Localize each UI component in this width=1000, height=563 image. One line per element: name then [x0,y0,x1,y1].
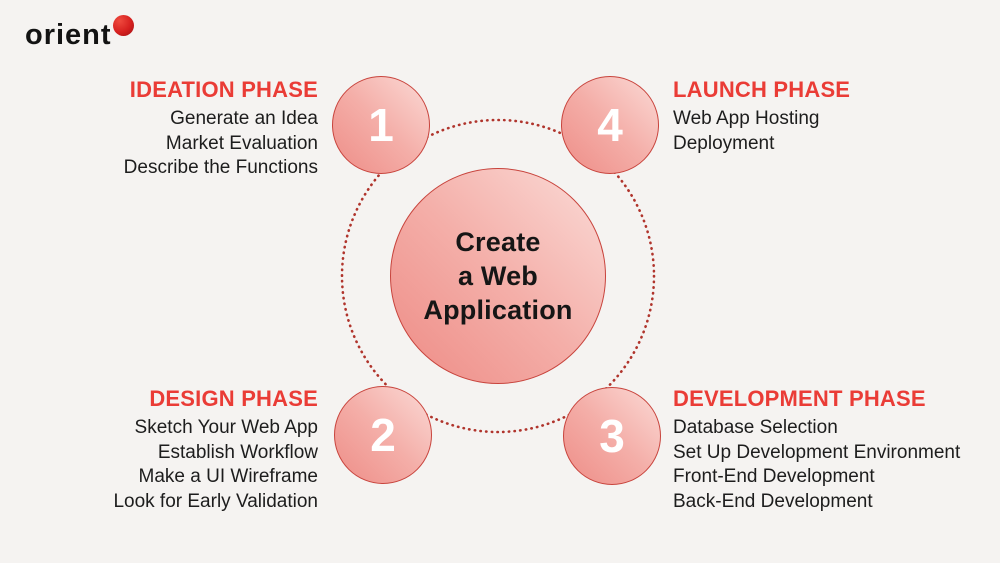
phase-design-item: Sketch Your Web App [134,417,318,438]
phase-design: DESIGN PHASE Sketch Your Web App Establi… [28,386,318,514]
central-topic-circle: Create a Web Application [390,168,606,384]
phase-ideation-item: Market Evaluation [165,132,318,154]
step-number-4: 4 [597,99,623,151]
phase-ideation-item: Generate an Idea [170,108,318,129]
phase-ideation: IDEATION PHASE Generate an Idea Market E… [48,77,318,181]
phase-development-item: Set Up Development Environment [673,441,961,463]
phase-design-title: DESIGN PHASE [149,386,318,411]
phase-launch: LAUNCH PHASE Web App Hosting Deployment [673,77,973,156]
central-title-line-3: Application [423,295,573,325]
phase-launch-item: Web App Hosting [673,108,820,129]
logo: orient [25,12,134,52]
phase-development-item: Front-End Development [673,466,875,487]
phase-launch-title: LAUNCH PHASE [673,77,851,102]
step-circle-1: 1 [332,76,430,174]
phase-ideation-title: IDEATION PHASE [129,77,318,102]
phase-launch-item: Deployment [673,132,775,154]
logo-text: orient [25,19,112,51]
central-title-line-1: Create [455,227,541,257]
step-number-2: 2 [370,409,396,461]
step-circle-4: 4 [561,76,659,174]
central-topic-title: Create a Web Application [423,225,572,327]
central-title-line-2: a Web [457,261,538,291]
phase-design-item: Look for Early Validation [113,490,318,512]
phase-design-item: Make a UI Wireframe [138,466,318,487]
phase-development-item: Back-End Development [673,490,873,512]
phase-ideation-item: Describe the Functions [123,157,318,178]
phase-development: DEVELOPMENT PHASE Database Selection Set… [673,386,993,514]
step-number-1: 1 [368,99,394,151]
logo-dot-icon [112,15,134,36]
phase-design-item: Establish Workflow [157,441,318,463]
phase-development-item: Database Selection [673,417,838,438]
phase-development-title: DEVELOPMENT PHASE [673,386,926,411]
step-circle-3: 3 [563,387,661,485]
step-number-3: 3 [599,410,625,462]
step-circle-2: 2 [334,386,432,484]
